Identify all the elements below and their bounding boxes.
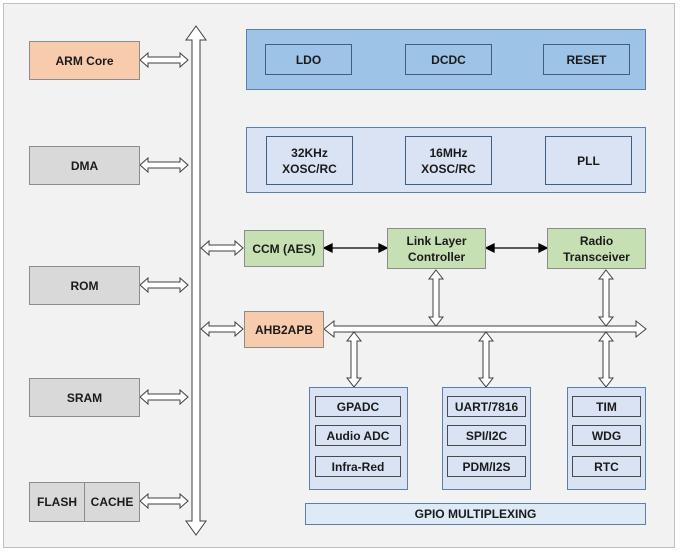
link-layer-block: Link Layer Controller: [387, 228, 486, 269]
dma-block: DMA: [29, 146, 140, 185]
ahb2apb-bus-arrow: [200, 320, 244, 338]
ccm-aes-block: CCM (AES): [244, 230, 324, 267]
radio-apb-arrow: [597, 269, 615, 327]
link-radio-arrow-left-head: [484, 242, 495, 254]
flash-block: FLASH: [29, 482, 85, 522]
arm-core-bus-arrow: [139, 51, 189, 69]
osc-16mhz-type: XOSC/RC: [421, 161, 476, 176]
dma-bus-arrow: [139, 156, 189, 174]
apb-analog-arrow: [345, 331, 363, 388]
flash-cache-bus-arrow: [139, 492, 189, 510]
radio-line1: Radio: [579, 233, 614, 248]
peripheral-pdm-i2s: PDM/I2S: [447, 456, 526, 477]
ccm-link-arrow-left-head: [322, 242, 333, 254]
apb-timers-arrow: [597, 331, 615, 388]
link-layer-apb-arrow: [427, 269, 445, 327]
sram-block: SRAM: [29, 378, 140, 417]
osc-16mhz-freq: 16MHz: [429, 145, 468, 160]
ccm-bus-arrow: [200, 239, 244, 257]
link-layer-line2: Controller: [407, 249, 466, 264]
dcdc-block: DCDC: [405, 44, 492, 75]
peripheral-gpadc: GPADC: [315, 396, 401, 417]
ahb2apb-block: AHB2APB: [244, 311, 324, 348]
radio-line2: Transceiver: [563, 249, 630, 264]
rom-block: ROM: [29, 266, 140, 305]
reset-block: RESET: [543, 44, 630, 75]
link-layer-line1: Link Layer: [406, 233, 467, 248]
system-bus-arrow: [185, 25, 207, 536]
ldo-block: LDO: [265, 44, 352, 75]
arm-core-block: ARM Core: [29, 41, 140, 80]
ccm-link-arrow-right-head: [378, 242, 389, 254]
peripheral-tim: TIM: [572, 396, 641, 417]
osc-32khz-type: XOSC/RC: [282, 161, 337, 176]
osc-16mhz-block: 16MHz XOSC/RC: [405, 136, 492, 185]
peripheral-uart-7816: UART/7816: [447, 396, 526, 417]
peripheral-infra-red: Infra-Red: [315, 456, 401, 477]
gpio-multiplexing-bar: GPIO MULTIPLEXING: [305, 503, 646, 525]
osc-32khz-block: 32KHz XOSC/RC: [266, 136, 353, 185]
rom-bus-arrow: [139, 276, 189, 294]
radio-block: Radio Transceiver: [547, 228, 646, 269]
osc-32khz-freq: 32KHz: [291, 145, 328, 160]
peripheral-wdg: WDG: [572, 425, 641, 446]
apb-serial-arrow: [477, 331, 495, 388]
apb-bus-arrow: [323, 319, 647, 339]
peripheral-audio-adc: Audio ADC: [315, 425, 401, 446]
peripheral-spi-i2c: SPI/I2C: [447, 425, 526, 446]
link-radio-arrow-right-head: [538, 242, 549, 254]
sram-bus-arrow: [139, 388, 189, 406]
cache-block: CACHE: [84, 482, 140, 522]
pll-block: PLL: [545, 136, 632, 185]
peripheral-rtc: RTC: [572, 456, 641, 477]
